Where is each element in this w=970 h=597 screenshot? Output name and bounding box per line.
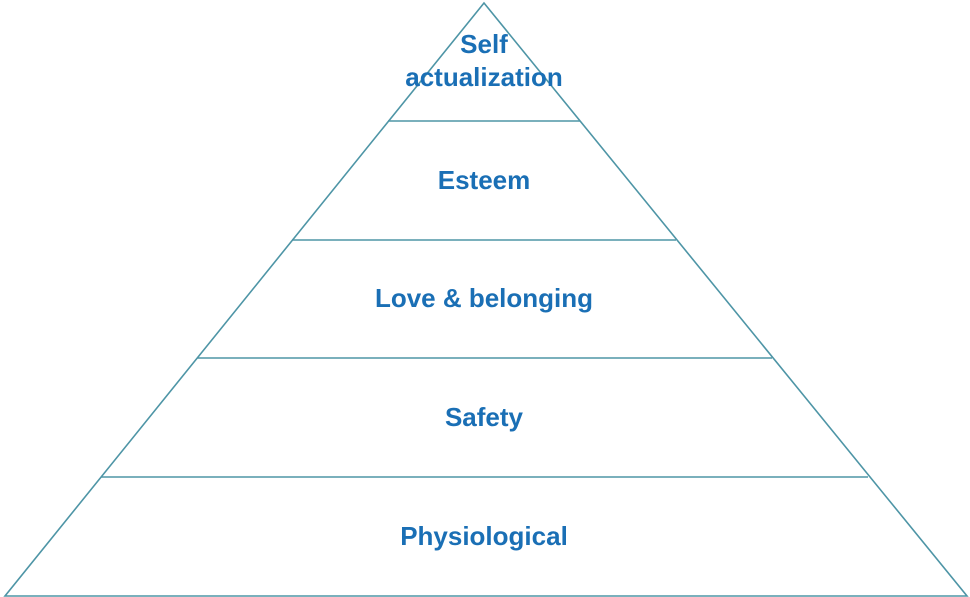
level-label-love-belonging: Love & belonging [375, 283, 593, 313]
level-label-esteem: Esteem [438, 165, 531, 195]
level-label-self-actualization: Self [460, 29, 508, 59]
level-label-physiological: Physiological [400, 521, 568, 551]
level-label-safety: Safety [445, 402, 524, 432]
pyramid-outline [3, 1, 969, 597]
level-label-self-actualization-line-2: actualization [405, 62, 562, 92]
